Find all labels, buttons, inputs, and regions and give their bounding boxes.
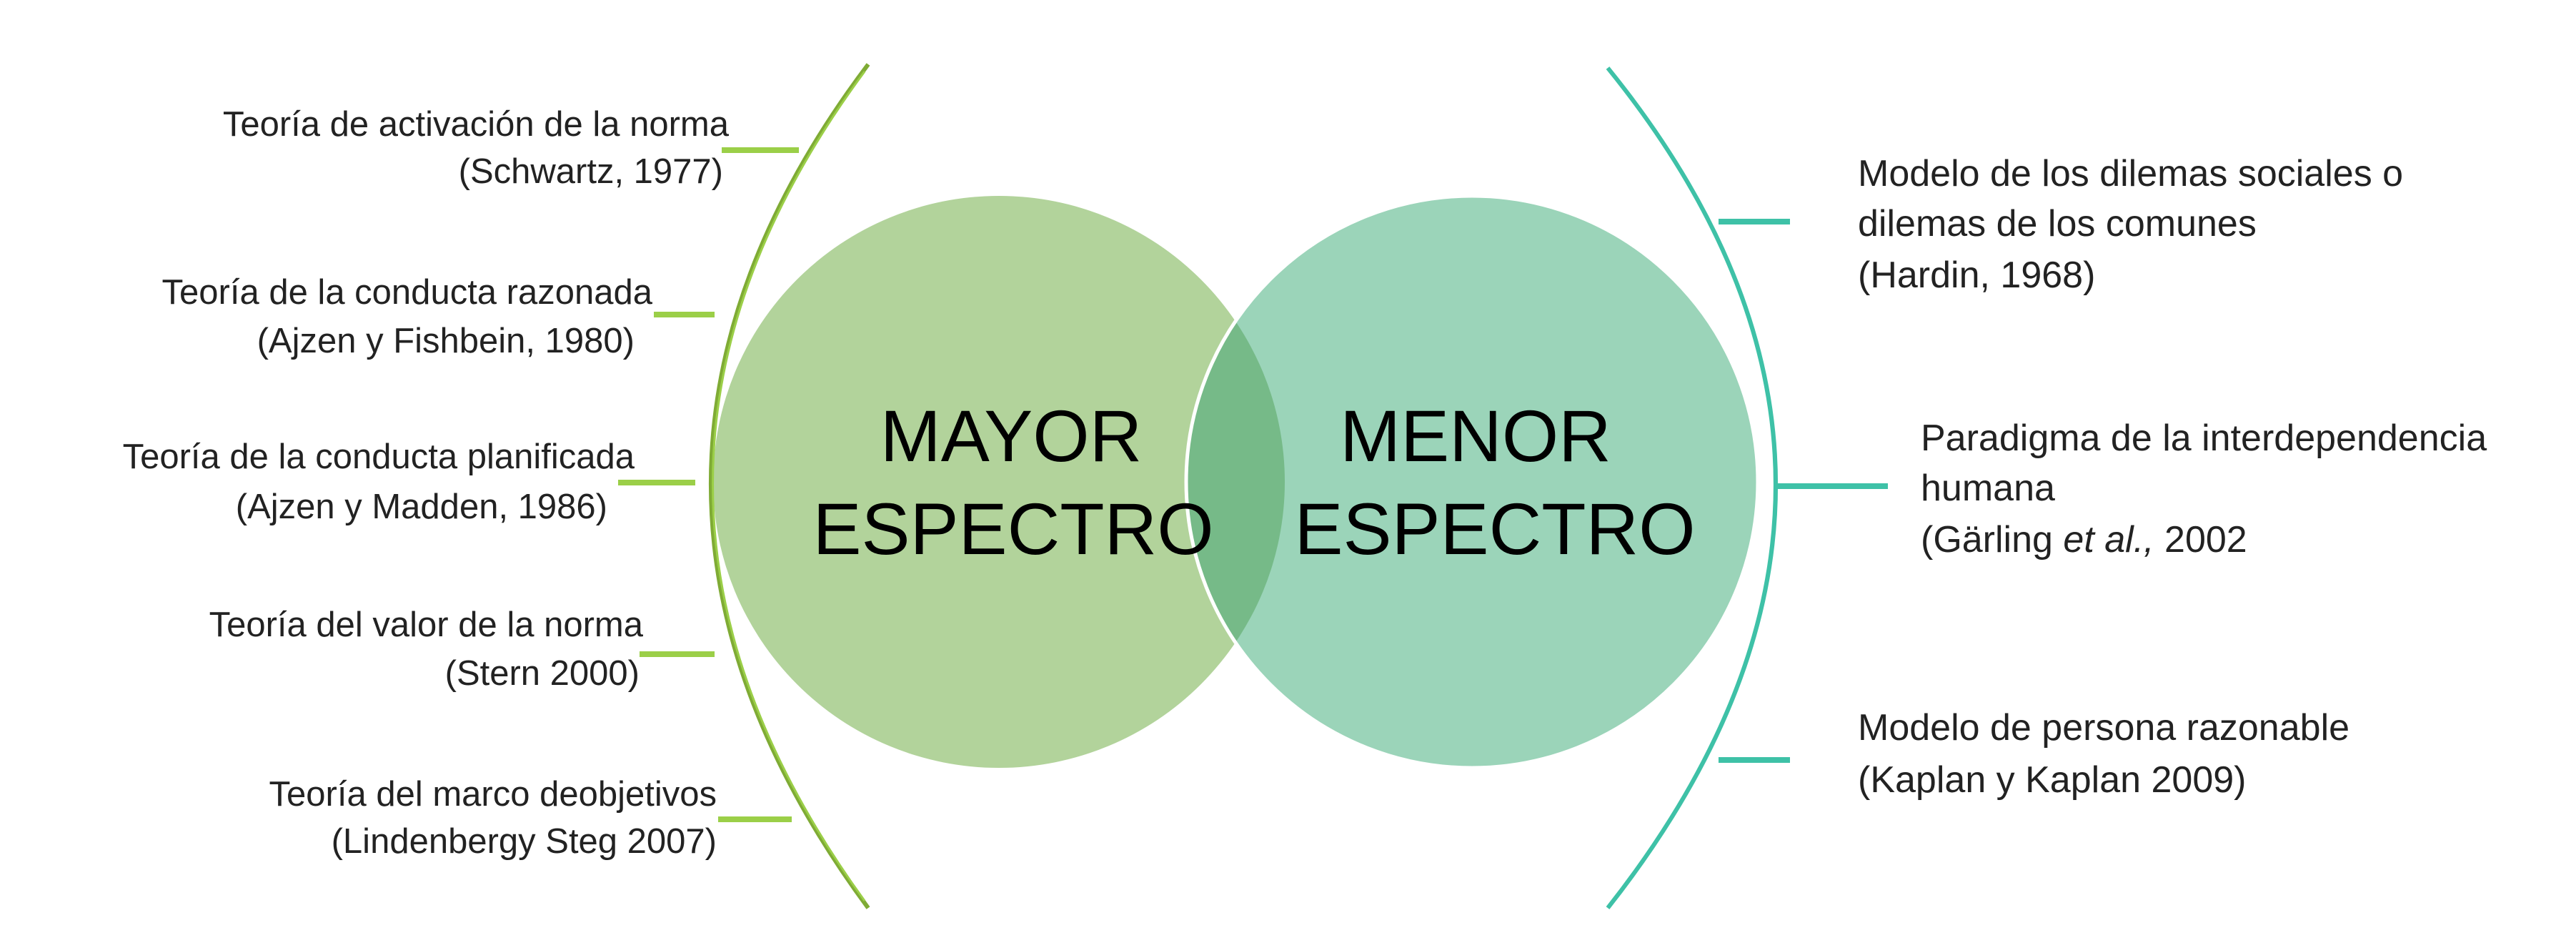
left-item: Teoría del valor de la norma (Stern 2000… <box>209 606 644 693</box>
menor-label-line2: ESPECTRO <box>1294 488 1695 570</box>
mayor-espectro-circle <box>713 196 1285 768</box>
left-item-title: Teoría de la conducta planificada <box>123 438 635 476</box>
left-item: Teoría de la conducta razonada (Ajzen y … <box>162 273 653 360</box>
left-item: Teoría de activación de la norma (Schwar… <box>223 105 730 191</box>
right-bracket <box>1606 66 1888 909</box>
left-item-title: Teoría de la conducta razonada <box>162 273 653 312</box>
left-item-citation: (Schwartz, 1977) <box>459 152 723 191</box>
right-item-citation: (Hardin, 1968) <box>1858 255 2095 296</box>
venn <box>713 194 1760 770</box>
left-bracket <box>618 63 870 909</box>
left-item-citation: (Stern 2000) <box>445 654 640 693</box>
left-theory-list: Teoría de activación de la norma (Schwar… <box>123 105 730 861</box>
right-model-list: Modelo de los dilemas sociales o dilemas… <box>1858 153 2487 801</box>
right-item: Paradigma de la interdependencia humana … <box>1921 418 2487 561</box>
right-item-line: Paradigma de la interdependencia <box>1921 418 2487 459</box>
right-item-line: humana <box>1921 468 2055 509</box>
right-item: Modelo de persona razonable (Kaplan y Ka… <box>1858 707 2349 801</box>
right-item-line: dilemas de los comunes <box>1858 203 2257 245</box>
mayor-label-line2: ESPECTRO <box>812 488 1213 570</box>
citation-author: (Gärling <box>1921 519 2063 561</box>
mayor-label-line1: MAYOR <box>880 395 1142 477</box>
right-item-line: Modelo de persona razonable <box>1858 707 2349 749</box>
left-item-citation: (Lindenbergy Steg 2007) <box>332 822 717 861</box>
left-item-title: Teoría del marco deobjetivos <box>269 775 717 814</box>
menor-label-line1: MENOR <box>1340 395 1611 477</box>
right-item-citation: (Gärling et al., 2002 <box>1921 519 2247 561</box>
left-item: Teoría de la conducta planificada (Ajzen… <box>123 438 635 526</box>
left-item: Teoría del marco deobjetivos (Lindenberg… <box>269 775 717 861</box>
left-bracket-arc-inner <box>712 71 866 902</box>
right-circle-outline <box>1184 194 1760 770</box>
left-bracket-arc <box>709 63 870 909</box>
right-item-line: Modelo de los dilemas sociales o <box>1858 153 2403 194</box>
menor-espectro-circle <box>1186 196 1758 768</box>
citation-et-al: et al., <box>2063 519 2154 561</box>
left-item-title: Teoría de activación de la norma <box>223 105 730 144</box>
left-item-citation: (Ajzen y Madden, 1986) <box>236 488 607 526</box>
left-item-citation: (Ajzen y Fishbein, 1980) <box>257 322 635 360</box>
citation-year: 2002 <box>2154 519 2247 561</box>
right-item-citation: (Kaplan y Kaplan 2009) <box>1858 759 2247 801</box>
right-item: Modelo de los dilemas sociales o dilemas… <box>1858 153 2403 296</box>
left-item-title: Teoría del valor de la norma <box>209 606 644 644</box>
